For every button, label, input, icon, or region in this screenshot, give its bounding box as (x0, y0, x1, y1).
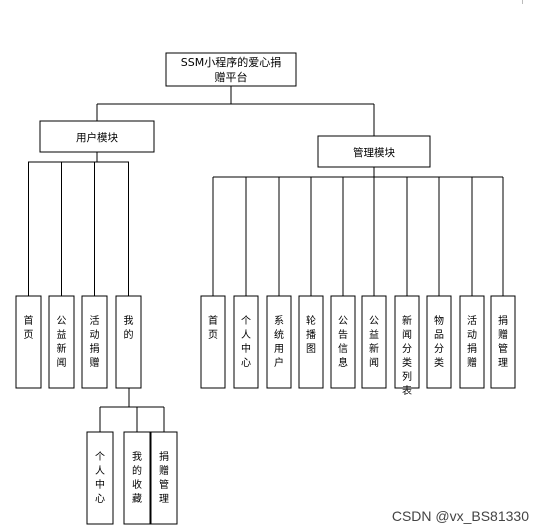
user-child-node (48, 295, 75, 389)
admin-child-node (233, 295, 259, 389)
admin-child-label: 物品分类 (434, 314, 444, 369)
mine-child-node (150, 431, 178, 525)
admin-child-label: 新闻分类列表 (402, 314, 412, 397)
user-module-node (39, 120, 155, 153)
mine-children-group: 个人中心 我的收藏 捐赠管理 (86, 407, 178, 525)
admin-child-node (330, 295, 356, 389)
user-child-node (115, 295, 142, 389)
admin-child-label: 个人中心 (241, 315, 251, 369)
root-label-line2: 赠平台 (215, 70, 248, 84)
user-child-node (81, 295, 108, 389)
user-child-node (15, 295, 42, 389)
admin-child-node (200, 295, 226, 389)
mine-child-label: 捐赠管理 (159, 450, 169, 505)
admin-child-label: 系统用户 (274, 315, 284, 369)
admin-child-label: 轮播图 (306, 314, 316, 355)
admin-child-label: 公益新闻 (369, 316, 379, 369)
watermark: CSDN @vx_BS81330 (391, 508, 529, 524)
mine-child-node (86, 431, 114, 525)
admin-child-node (298, 295, 324, 389)
admin-module-label: 管理模块 (353, 146, 395, 159)
user-child-label: 首页 (24, 314, 34, 341)
mine-child-label: 个人中心 (95, 451, 105, 505)
user-children-group: 首页 公益新闻 活动捐赠 我的 (15, 162, 142, 389)
admin-child-node (459, 295, 485, 389)
user-child-label: 活动捐赠 (90, 315, 100, 369)
admin-child-label: 公告信息 (338, 316, 348, 369)
root-label-line1: SSM小程序的爱心捐 (181, 55, 281, 69)
admin-child-node (266, 295, 292, 389)
admin-child-node (490, 295, 516, 389)
admin-children-group: 首页 个人中心 系统用户 轮播图 公告信息 公益新闻 新闻分类列表 物品分类 活动捐赠 捐赠管理 (200, 177, 516, 397)
admin-child-node (426, 295, 452, 389)
page-corner-mark (522, 0, 523, 4)
admin-child-node (394, 295, 420, 389)
admin-child-label: 活动捐赠 (467, 315, 477, 369)
admin-child-node (361, 295, 387, 389)
admin-child-label: 捐赠管理 (498, 314, 508, 369)
user-module-label: 用户模块 (76, 131, 118, 144)
mine-child-label: 我的收藏 (132, 451, 142, 505)
admin-child-label: 首页 (208, 314, 218, 341)
user-child-label: 我的 (124, 315, 134, 341)
mine-child-node (123, 431, 151, 525)
admin-module-node (317, 135, 431, 168)
user-child-label: 公益新闻 (57, 316, 67, 369)
